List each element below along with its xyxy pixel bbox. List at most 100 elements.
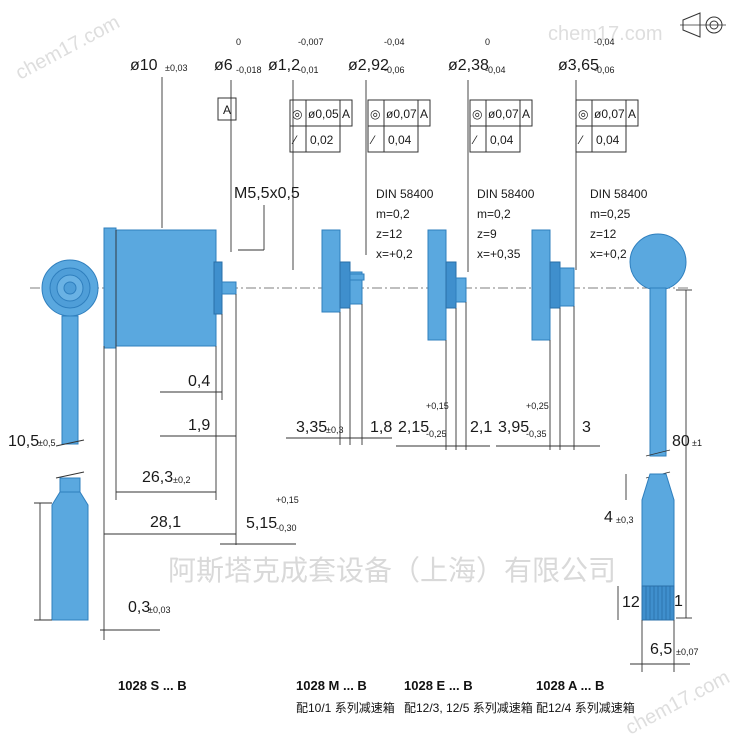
watermark-bottom-right: chem17.com <box>622 666 733 739</box>
svg-text:0: 0 <box>485 37 490 47</box>
svg-text:5,15: 5,15 <box>246 515 277 532</box>
gear-a-side-view <box>531 229 575 341</box>
svg-text:A: A <box>420 107 428 121</box>
dim-6-5: 6,5 ±0,07 <box>630 620 698 672</box>
svg-text:0,3: 0,3 <box>128 599 150 616</box>
concentricity-icon: ◎ <box>472 107 482 121</box>
svg-text:m=0,2: m=0,2 <box>376 207 410 221</box>
label-1028-e: 1028 E ... B 配12/3, 12/5 系列减速箱 <box>404 678 533 715</box>
svg-text:x=+0,2: x=+0,2 <box>376 247 413 261</box>
svg-text:±0,5: ±0,5 <box>38 438 55 448</box>
svg-text:0,02: 0,02 <box>310 133 334 147</box>
svg-text:-0,04: -0,04 <box>485 65 506 75</box>
svg-text:80: 80 <box>672 433 690 450</box>
diameter-10: ø10 ±0,03 <box>130 57 187 74</box>
concentricity-icon: ◎ <box>370 107 380 121</box>
dim-2-1: 2,1 <box>456 419 492 447</box>
datum-a-box: A <box>217 97 237 121</box>
svg-text:±0,03: ±0,03 <box>148 605 170 615</box>
svg-text:z=12: z=12 <box>376 227 403 241</box>
svg-text:0,4: 0,4 <box>188 373 210 390</box>
dim-2-15: 2,15 +0,15 -0,25 <box>396 401 456 447</box>
svg-text:28,1: 28,1 <box>150 514 181 531</box>
svg-text:0,04: 0,04 <box>490 133 514 147</box>
motor-side-view <box>103 227 237 349</box>
svg-text:z=9: z=9 <box>477 227 497 241</box>
diameter-2-92: ø2,92 -0,04 -0,06 <box>348 37 405 75</box>
label-1028-m: 1028 M ... B 配10/1 系列减速箱 <box>296 678 395 715</box>
svg-text:配12/3, 12/5 系列减速箱: 配12/3, 12/5 系列减速箱 <box>404 700 533 715</box>
watermark-top-left: chem17.com <box>12 11 123 84</box>
dim-80: 80 ±1 <box>672 289 702 619</box>
gear-m-side-view <box>321 229 365 313</box>
svg-text:±0,03: ±0,03 <box>165 63 187 73</box>
svg-text:10,5: 10,5 <box>8 433 39 450</box>
svg-text:ø6: ø6 <box>214 57 233 74</box>
concentricity-icon: ◎ <box>578 107 588 121</box>
svg-text:3,35: 3,35 <box>296 419 327 436</box>
svg-text:0,04: 0,04 <box>388 133 412 147</box>
svg-text:M5,5x0,5: M5,5x0,5 <box>234 185 300 202</box>
dim-12: 12 <box>617 586 640 620</box>
tolerance-frame-4: ◎ ø0,07 A ⁄ 0,04 <box>575 99 639 153</box>
svg-text:12: 12 <box>622 594 640 611</box>
svg-text:配10/1 系列减速箱: 配10/1 系列减速箱 <box>296 700 395 715</box>
label-1028-s: 1028 S ... B <box>118 678 187 693</box>
end-view-right <box>629 233 687 621</box>
watermark-center: 阿斯塔克成套设备（上海）有限公司 <box>168 554 616 587</box>
dim-1-9: 1,9 <box>160 417 236 437</box>
gear-spec-3: DIN 58400 m=0,25 z=12 x=+0,2 <box>590 187 648 261</box>
end-view-left <box>41 259 99 621</box>
svg-text:DIN 58400: DIN 58400 <box>590 187 648 201</box>
svg-text:1: 1 <box>674 593 683 610</box>
svg-text:-0,04: -0,04 <box>384 37 405 47</box>
svg-text:1,9: 1,9 <box>188 417 210 434</box>
diameter-6: ø6 0 -0,018 <box>214 37 262 75</box>
dim-0-4: 0,4 <box>160 373 222 393</box>
runout-icon: ⁄ <box>471 133 478 147</box>
tolerance-frame-3: ◎ ø0,07 A ⁄ 0,04 <box>469 99 533 153</box>
svg-text:1028 M ... B: 1028 M ... B <box>296 678 367 693</box>
svg-text:+0,15: +0,15 <box>276 495 299 505</box>
svg-text:0,04: 0,04 <box>596 133 620 147</box>
svg-text:1028 E ... B: 1028 E ... B <box>404 678 473 693</box>
gear-spec-2: DIN 58400 m=0,2 z=9 x=+0,35 <box>477 187 535 261</box>
svg-text:ø3,65: ø3,65 <box>558 57 599 74</box>
svg-text:2,15: 2,15 <box>398 419 429 436</box>
dim-0-3: 0,3 ±0,03 <box>100 599 170 631</box>
svg-text:±0,07: ±0,07 <box>676 647 698 657</box>
watermark-top-right: chem17.com <box>548 23 663 45</box>
svg-text:+0,25: +0,25 <box>526 401 549 411</box>
dim-28-1: 28,1 <box>104 514 236 535</box>
svg-text:m=0,25: m=0,25 <box>590 207 631 221</box>
svg-text:ø0,07: ø0,07 <box>488 107 519 121</box>
tolerance-frame-2: ◎ ø0,07 A ⁄ 0,04 <box>367 99 431 153</box>
diameter-1-2: ø1,2 -0,007 -0,01 <box>268 37 324 75</box>
svg-text:DIN 58400: DIN 58400 <box>376 187 434 201</box>
svg-text:2,1: 2,1 <box>470 419 492 436</box>
svg-text:ø10: ø10 <box>130 57 158 74</box>
svg-text:配12/4 系列减速箱: 配12/4 系列减速箱 <box>536 700 635 715</box>
svg-text:A: A <box>223 103 231 117</box>
dim-3: 3 <box>560 419 600 447</box>
svg-text:ø0,05: ø0,05 <box>308 107 339 121</box>
svg-text:6,5: 6,5 <box>650 641 672 658</box>
svg-text:ø0,07: ø0,07 <box>594 107 625 121</box>
dim-10-5: 10,5 ±0,5 <box>8 433 55 621</box>
svg-text:x=+0,2: x=+0,2 <box>590 247 627 261</box>
svg-text:-0,007: -0,007 <box>298 37 324 47</box>
svg-text:ø2,92: ø2,92 <box>348 57 389 74</box>
dim-26-3: 26,3 ±0,2 <box>116 469 216 493</box>
runout-icon: ⁄ <box>291 133 298 147</box>
dim-3-35: 3,35 ±0,3 <box>286 419 352 439</box>
dim-3-95: 3,95 +0,25 -0,35 <box>496 401 560 447</box>
svg-text:-0,04: -0,04 <box>594 37 615 47</box>
gear-e-side-view <box>427 229 467 341</box>
svg-text:±0,3: ±0,3 <box>326 425 343 435</box>
svg-text:1,8: 1,8 <box>370 419 392 436</box>
dim-1: 1 <box>674 593 683 610</box>
tolerance-frame-1: ◎ ø0,05 A ⁄ 0,02 <box>289 99 353 153</box>
svg-text:3: 3 <box>582 419 591 436</box>
svg-text:0: 0 <box>236 37 241 47</box>
